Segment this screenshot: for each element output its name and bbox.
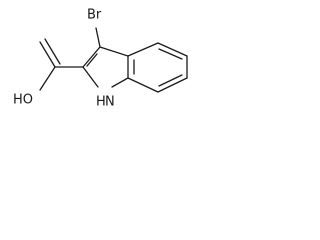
- bond-c4-c5-inner: [158, 48, 183, 60]
- bond-c4-c5: [157, 42, 188, 57]
- atom-nitrogen: N: [105, 95, 115, 110]
- bond-c3-br: [95, 27, 101, 48]
- bond-c6-c7-inner: [158, 74, 183, 87]
- bond-c3a-c4: [127, 42, 159, 57]
- bond-c6-c7: [157, 77, 188, 93]
- bond-c7-c7a: [127, 77, 159, 93]
- bond-c3-c2-inner: [86, 53, 98, 67]
- bond-c2-n1: [82, 66, 99, 88]
- atom-bromine: Br: [87, 8, 102, 23]
- structure-diagram: Br HO H N: [13, 8, 188, 110]
- bond-c-o-double: [39, 41, 56, 68]
- atom-hydroxyl: HO: [13, 93, 33, 108]
- bond-c3-c2: [82, 46, 101, 68]
- bond-c3-c3a: [99, 46, 129, 57]
- atom-labels: Br HO H N: [13, 8, 115, 110]
- bonds: [39, 27, 188, 93]
- bond-c-oh: [39, 66, 56, 91]
- bond-c-o-double-inner: [44, 38, 61, 65]
- bond-n1-c7a: [111, 77, 129, 88]
- atom-amine-hydrogen: H: [96, 95, 106, 110]
